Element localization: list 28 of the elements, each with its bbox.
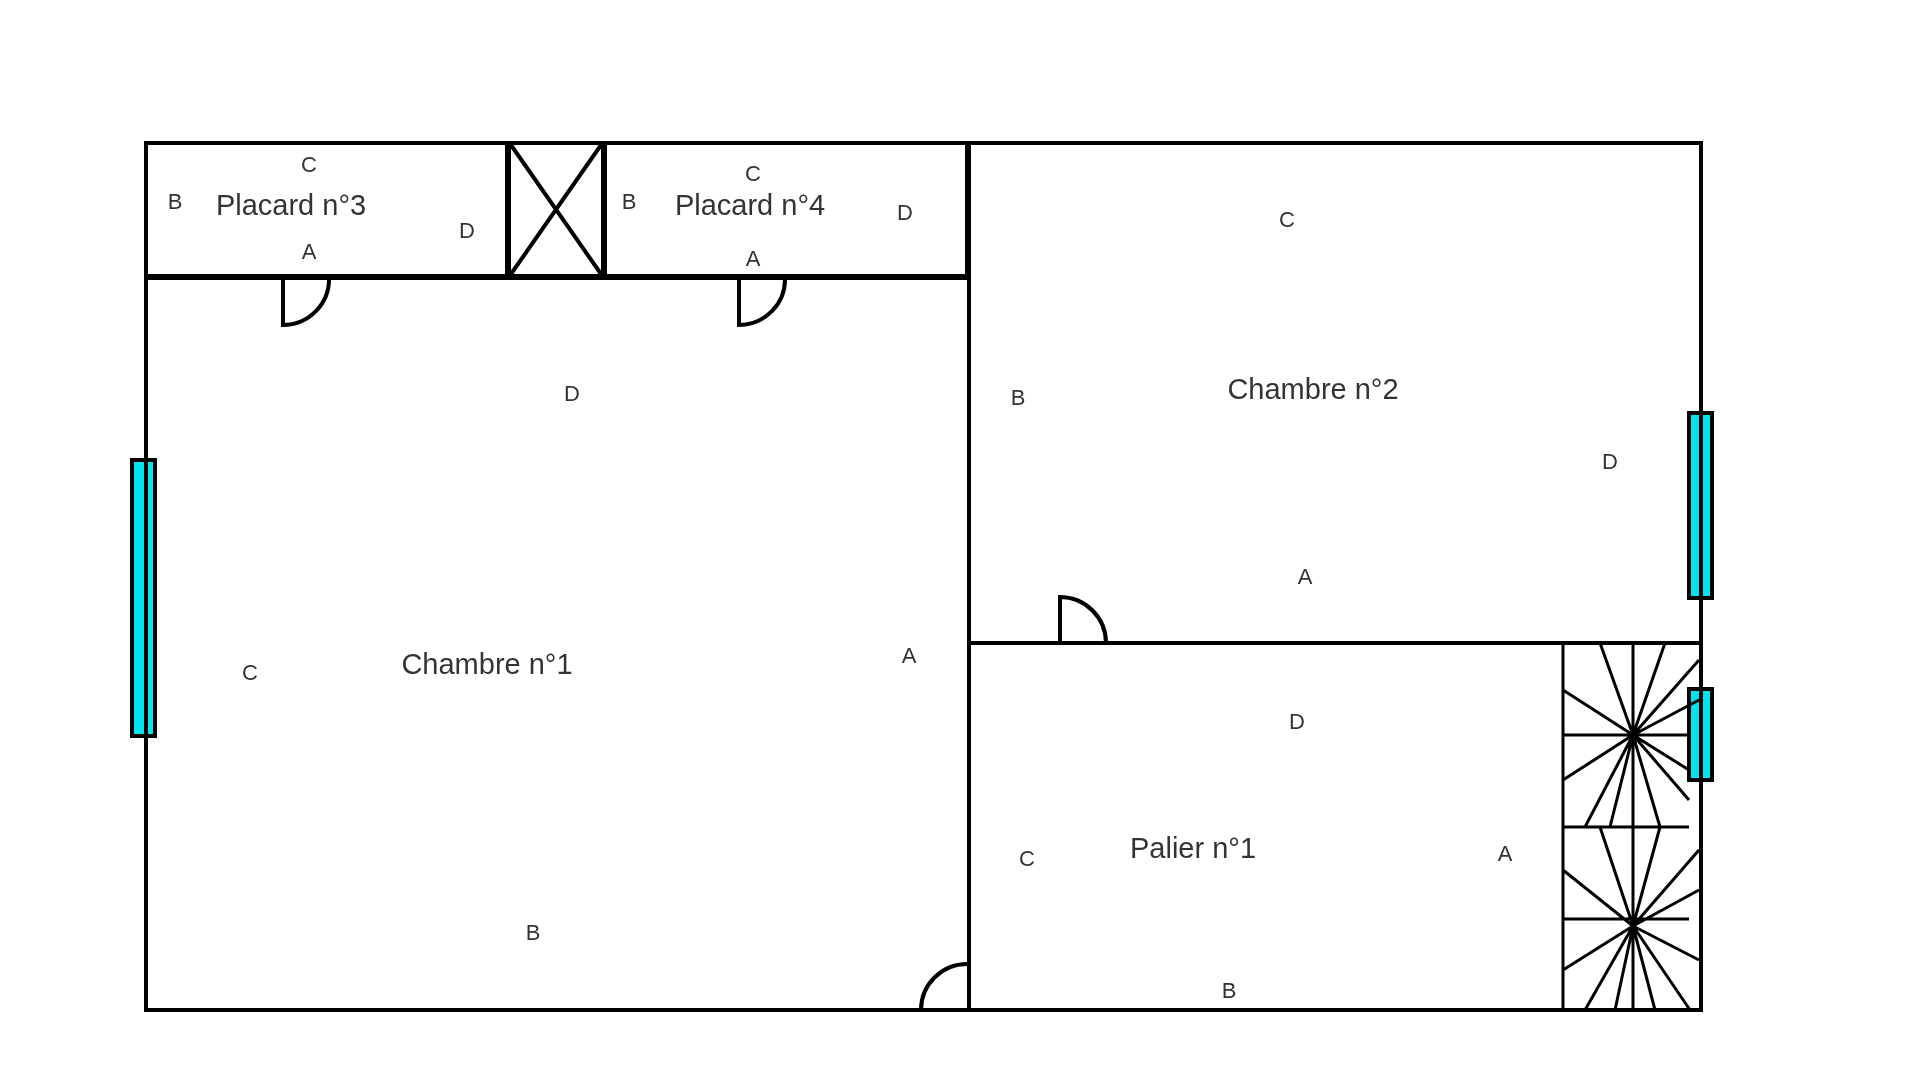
room-name: Palier n°1 [1129,831,1257,865]
wall-letter: B [525,920,541,946]
wall-letter: C [301,152,317,178]
wall-letter: B [1221,978,1237,1004]
wall-letter: C [745,161,761,187]
wall-letter: D [1289,709,1305,735]
wall-letter: D [459,218,475,244]
wall-letter: A [301,239,317,265]
wall-letter: D [1602,449,1618,475]
wall-letter: D [897,200,913,226]
room-name: Placard n°4 [674,188,826,222]
wall-letter: A [901,643,917,669]
wall-letter: A [1297,564,1313,590]
wall-letter: B [1010,385,1026,411]
room-name: Chambre n°2 [1227,372,1399,406]
wall-letter: C [1019,846,1035,872]
room-name: Placard n°3 [215,188,367,222]
wall-letter: A [1497,841,1513,867]
wall-letter: C [242,660,258,686]
wall-letter: D [564,381,580,407]
room-outline [144,141,509,278]
room-name: Chambre n°1 [401,647,573,681]
duct-drawing [507,141,605,278]
wall-letter: B [621,189,637,215]
room-outline [603,141,969,278]
wall-letter: A [745,246,761,272]
wall-letter: B [167,189,183,215]
wall-letter: C [1279,207,1295,233]
